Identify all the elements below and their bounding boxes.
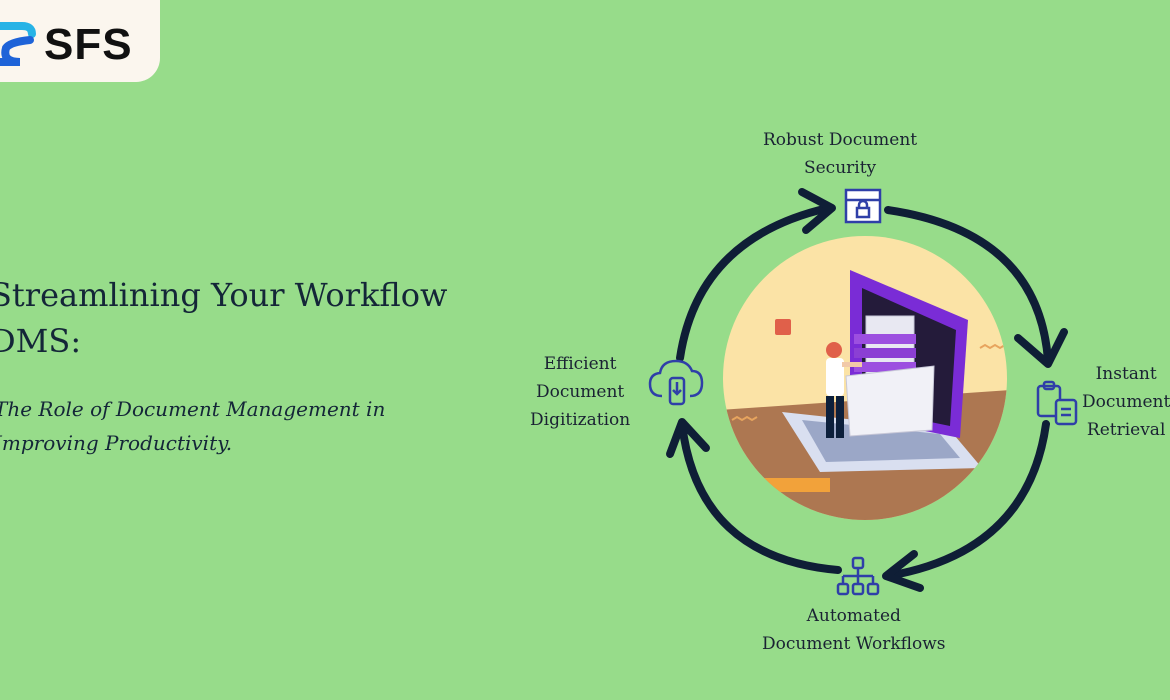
arrow-head-digitization: [666, 418, 710, 458]
arrow-workflows-to-digitization: [678, 420, 842, 574]
central-illustration: [723, 236, 1007, 520]
page-title-line-2: DMS:: [0, 322, 82, 360]
step-label-line: Document: [535, 382, 625, 402]
step-label-line: Digitization: [530, 410, 631, 430]
sfs-logo-icon: [0, 22, 36, 66]
step-label-line: Automated: [806, 606, 901, 626]
page-subtitle: The Role of Document Management in Impro…: [0, 392, 385, 460]
step-label-line: Efficient: [543, 354, 617, 374]
arrow-retrieval-to-workflows: [884, 420, 1050, 580]
arrow-security-to-retrieval: [884, 206, 1052, 364]
brand-name: SFS: [44, 20, 133, 69]
clipboard-document-icon: [1036, 380, 1078, 426]
arrow-head-retrieval: [1014, 328, 1068, 368]
page-subtitle-line-2: Improving Productivity.: [0, 431, 233, 455]
step-label-line: Instant: [1095, 364, 1157, 384]
step-label-workflows: Automated Document Workflows: [762, 602, 946, 658]
step-label-line: Document Workflows: [762, 634, 946, 654]
arrow-head-security: [798, 188, 836, 234]
step-label-line: Document: [1082, 392, 1170, 412]
cloud-phone-icon: [648, 359, 704, 406]
step-label-line: Robust Document: [763, 130, 918, 150]
page-title: Streamlining Your Workflow DMS:: [0, 272, 447, 364]
lock-document-icon: [844, 188, 882, 224]
step-label-digitization: Efficient Document Digitization: [530, 350, 630, 434]
page-title-line-1: Streamlining Your Workflow: [0, 276, 448, 314]
step-label-security: Robust Document Security: [763, 126, 917, 182]
page-subtitle-line-1: The Role of Document Management in: [0, 397, 386, 421]
step-label-line: Retrieval: [1086, 420, 1166, 440]
arrow-digitization-to-security: [676, 204, 832, 362]
step-label-retrieval: Instant Document Retrieval: [1082, 360, 1170, 444]
arrow-head-workflows: [882, 550, 924, 592]
workflow-hierarchy-icon: [836, 556, 880, 596]
step-label-line: Security: [803, 158, 877, 178]
cycle-graphic: [648, 188, 1078, 596]
dms-cycle-diagram: Robust Document Security Instant Documen…: [520, 120, 1170, 680]
